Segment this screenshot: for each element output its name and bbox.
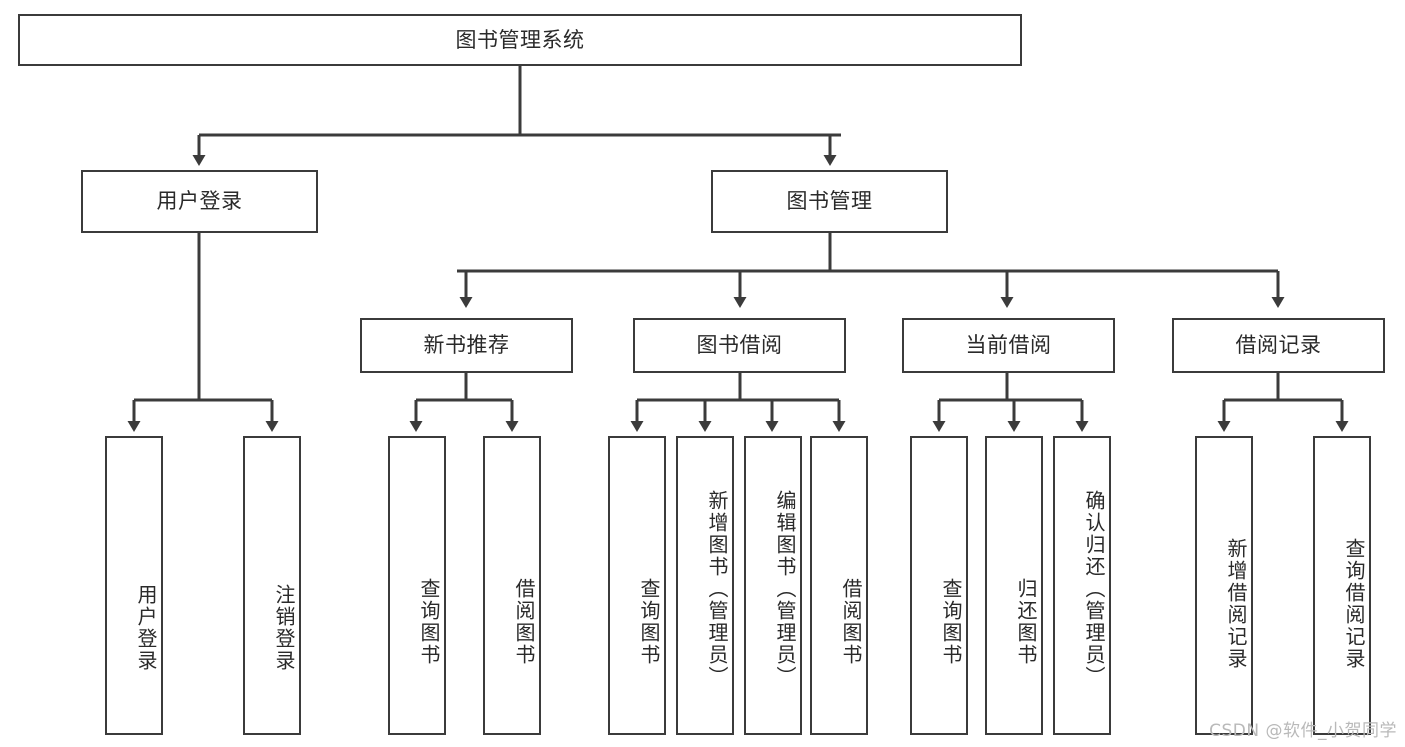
node-borrow-record-label: 借阅记录: [1235, 333, 1322, 358]
node-leaf-confirm-return-label: 确认归还（管理员）: [1082, 489, 1106, 688]
node-leaf-borrow-book-2-label: 借阅图书: [839, 577, 863, 666]
node-book-borrow[interactable]: 图书借阅: [633, 318, 846, 373]
node-root[interactable]: 图书管理系统: [18, 14, 1022, 66]
node-new-book-rec[interactable]: 新书推荐: [360, 318, 573, 373]
node-borrow-record[interactable]: 借阅记录: [1172, 318, 1385, 373]
node-root-label: 图书管理系统: [455, 27, 585, 52]
node-new-book-rec-label: 新书推荐: [423, 333, 510, 358]
node-leaf-borrow-book-1[interactable]: 借阅图书: [483, 436, 541, 735]
node-leaf-user-login[interactable]: 用户登录: [105, 436, 163, 735]
node-leaf-user-login-label: 用户登录: [134, 584, 158, 672]
csdn-watermark: CSDN @软件_小贺同学: [1209, 721, 1397, 741]
node-leaf-query-book-2-label: 查询图书: [637, 577, 661, 666]
node-leaf-borrow-book-1-label: 借阅图书: [512, 577, 536, 666]
node-leaf-edit-book-label: 编辑图书（管理员）: [773, 489, 797, 688]
node-leaf-confirm-return[interactable]: 确认归还（管理员）: [1053, 436, 1111, 735]
node-user-login-label: 用户登录: [156, 189, 243, 214]
node-leaf-query-record-label: 查询借阅记录: [1342, 537, 1366, 670]
node-leaf-query-book-1[interactable]: 查询图书: [388, 436, 446, 735]
node-book-manage-label: 图书管理: [786, 189, 873, 214]
node-leaf-query-book-2[interactable]: 查询图书: [608, 436, 666, 735]
node-leaf-query-book-1-label: 查询图书: [417, 577, 441, 666]
node-book-manage[interactable]: 图书管理: [711, 170, 948, 233]
node-leaf-return-book[interactable]: 归还图书: [985, 436, 1043, 735]
node-leaf-add-record-label: 新增借阅记录: [1224, 537, 1248, 670]
node-current-borrow-label: 当前借阅: [965, 333, 1052, 358]
node-leaf-add-record[interactable]: 新增借阅记录: [1195, 436, 1253, 735]
node-leaf-add-book[interactable]: 新增图书（管理员）: [676, 436, 734, 735]
node-leaf-edit-book[interactable]: 编辑图书（管理员）: [744, 436, 802, 735]
node-leaf-query-book-3-label: 查询图书: [939, 577, 963, 666]
node-leaf-logout[interactable]: 注销登录: [243, 436, 301, 735]
node-leaf-query-record[interactable]: 查询借阅记录: [1313, 436, 1371, 735]
node-user-login[interactable]: 用户登录: [81, 170, 318, 233]
node-current-borrow[interactable]: 当前借阅: [902, 318, 1115, 373]
node-leaf-add-book-label: 新增图书（管理员）: [705, 489, 729, 688]
node-leaf-borrow-book-2[interactable]: 借阅图书: [810, 436, 868, 735]
node-leaf-query-book-3[interactable]: 查询图书: [910, 436, 968, 735]
node-book-borrow-label: 图书借阅: [696, 333, 783, 358]
node-leaf-return-book-label: 归还图书: [1014, 577, 1038, 666]
node-leaf-logout-label: 注销登录: [272, 584, 296, 672]
